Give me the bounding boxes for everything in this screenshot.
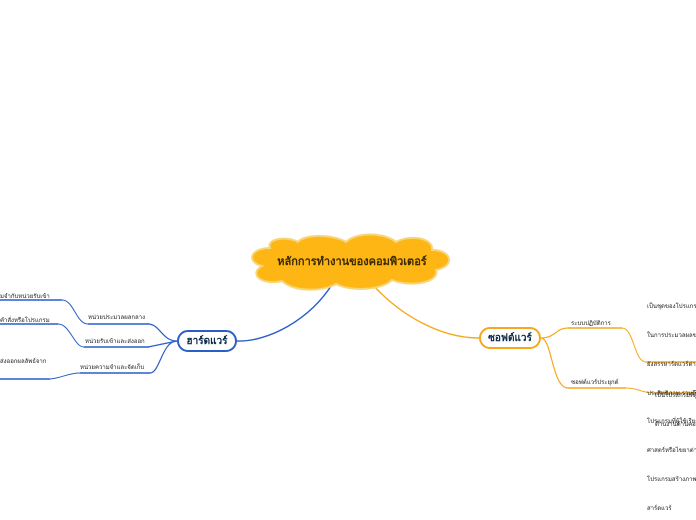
connector-hardware-branch-1 <box>147 323 178 342</box>
connector-software-detail-1 <box>621 327 647 363</box>
software-detail-os[interactable]: เป็นชุดของโปรแกร ในการประมวลผลข ยังสรรหา… <box>647 283 696 520</box>
central-topic-label: หลักการทำงานของคอมพิวเตอร์ <box>277 255 427 268</box>
connector-central-software <box>371 283 480 339</box>
software-label: ซอฟต์แวร์ <box>488 332 532 344</box>
detail-line: โปรแกรมที่ผู้ใช้เรียก <box>647 418 696 426</box>
connector-software-detail-2 <box>625 387 655 394</box>
hardware-node[interactable]: ฮาร์ดแวร์ <box>177 330 237 352</box>
connector-software-branch-1 <box>540 327 569 339</box>
detail-line: ยังสรรหาร์ดแวร์ต่า <box>647 360 696 368</box>
hardware-branch-io[interactable]: หน่วยรับเข้าและส่งออก <box>85 338 145 345</box>
central-topic-cloud[interactable] <box>251 233 450 291</box>
connector-central-hardware <box>236 282 334 342</box>
detail-line: ด้านงานด้านคอมพิ <box>655 420 696 428</box>
software-node[interactable]: ซอฟต์แวร์ <box>479 327 541 349</box>
detail-line: สาร์ดแวร์ <box>647 504 672 512</box>
detail-line: ในการประมวลผลข <box>647 331 696 339</box>
connector-hardware-branch-3 <box>149 340 178 374</box>
connector-hardware-detail-3 <box>49 372 81 380</box>
software-branch-os[interactable]: ระบบปฏิบัติการ <box>571 320 611 327</box>
hardware-branch-memory[interactable]: หน่วยความจำและจัดเก็บ <box>80 364 145 371</box>
detail-line: เป็นชุดของโปรแกร <box>647 303 696 311</box>
detail-line: โปรแกรมสร้างภาพ <box>647 475 696 483</box>
connector-hardware-detail-2 <box>57 323 85 348</box>
connector-software-branch-2 <box>540 337 569 389</box>
hardware-detail-cpu[interactable]: มจำกับหน่วยรับเข้า <box>0 293 50 300</box>
software-detail-application[interactable]: เป็นโปรแกรมที่ผู้ ด้านงานด้านคอมพิ <box>655 372 696 449</box>
connector-hardware-detail-1 <box>61 299 89 325</box>
detail-line: เป็นโปรแกรมที่ผู้ <box>655 392 696 400</box>
hardware-branch-cpu[interactable]: หน่วยประมวลผลกลาง <box>88 314 145 321</box>
software-branch-application[interactable]: ซอฟต์แวร์ประยุกต์ <box>571 379 619 386</box>
detail-line: ประสิทธิภาพ รวมถึ <box>647 389 696 397</box>
detail-line: ศาสตร์หรือไขยาต่า <box>647 447 696 455</box>
hardware-label: ฮาร์ดแวร์ <box>186 335 228 347</box>
hardware-detail-memory[interactable]: ส่งออกผลลัพธ์จาก <box>0 358 47 365</box>
hardware-detail-io[interactable]: คำสั่งหรือโปรแกรม <box>0 317 50 324</box>
